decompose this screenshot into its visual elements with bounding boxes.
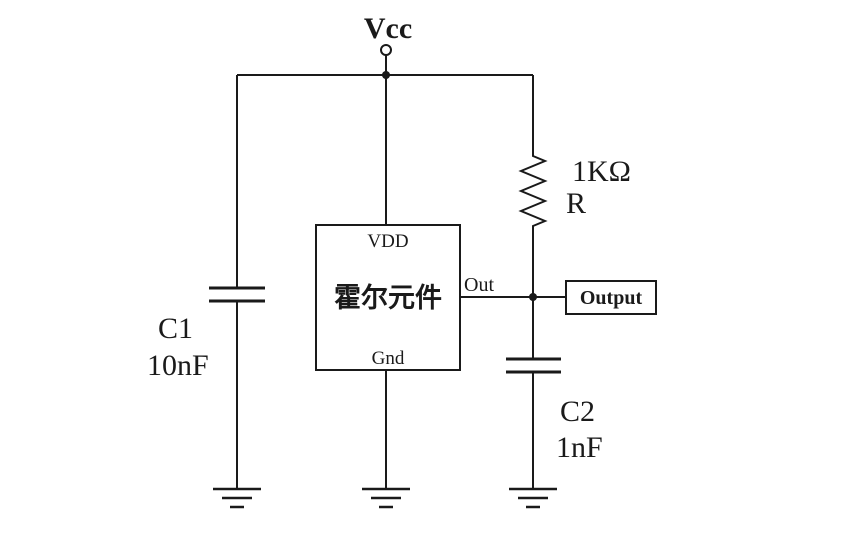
c1-name-label: C1	[158, 312, 193, 345]
hall-out-pin-label: Out	[464, 274, 494, 296]
hall-vdd-pin-label: VDD	[367, 231, 408, 252]
hall-element-label: 霍尔元件	[334, 283, 442, 313]
ground-icon-left	[213, 487, 261, 509]
c2-capacitor-icon	[506, 357, 561, 374]
resistor-icon	[518, 149, 548, 232]
resistor-value-label: 1KΩ	[572, 155, 631, 188]
vcc-label: Vcc	[364, 12, 412, 45]
c2-value-label: 1nF	[556, 431, 603, 464]
c1-value-label: 10nF	[147, 349, 209, 382]
vcc-terminal-icon	[380, 44, 392, 56]
c1-capacitor-icon	[209, 286, 265, 303]
c2-name-label: C2	[560, 395, 595, 428]
resistor-name-label: R	[566, 187, 586, 220]
output-label: Output	[580, 287, 643, 309]
hall-element-box	[315, 224, 461, 371]
output-box	[565, 280, 657, 315]
ground-icon-center	[362, 487, 410, 509]
hall-gnd-pin-label: Gnd	[372, 348, 405, 369]
ground-icon-right	[509, 487, 557, 509]
